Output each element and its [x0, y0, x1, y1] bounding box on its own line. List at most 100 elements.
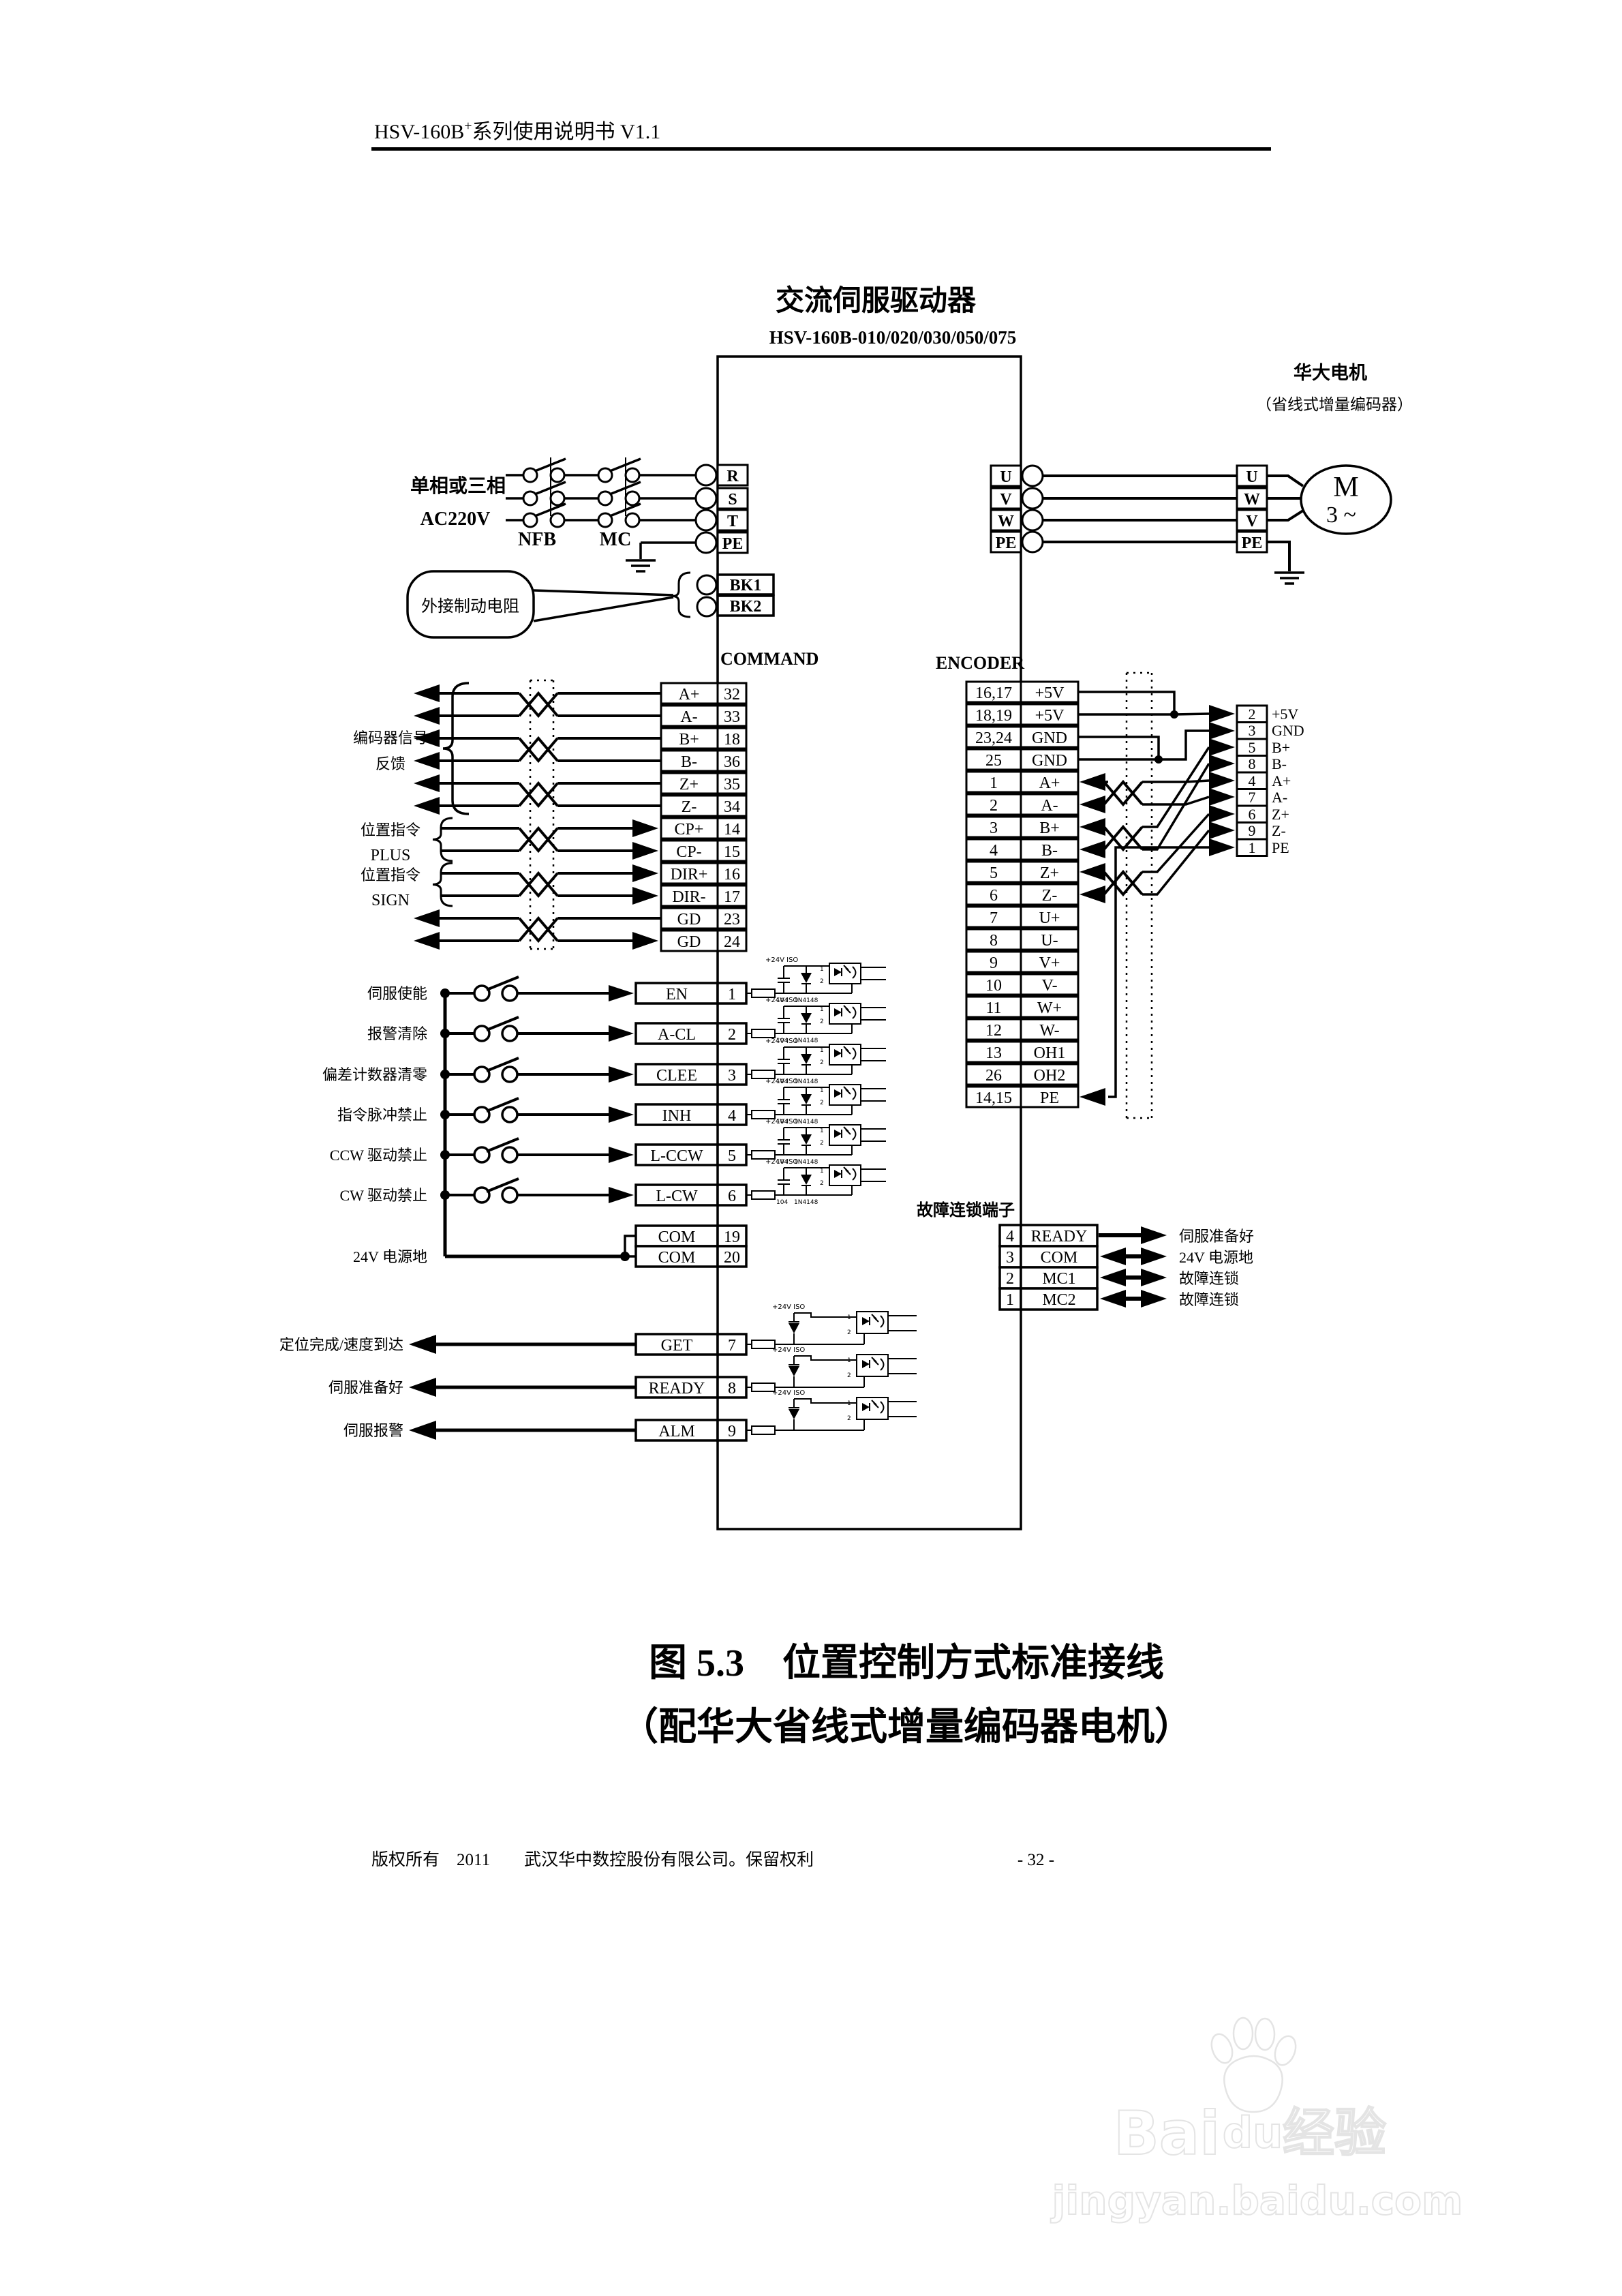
- motor-pin-label: A-: [1272, 789, 1287, 806]
- arrow-right-icon: [632, 887, 658, 905]
- input-switch-icon: [439, 1057, 635, 1084]
- input-switch-icon: [439, 1016, 635, 1043]
- terminal-circle-w: [1021, 509, 1044, 532]
- driver-terminal-u: [990, 464, 1022, 487]
- arrow-left-icon: [414, 752, 440, 770]
- encoder-pin-label: PE: [1040, 1089, 1059, 1107]
- command-pin-num: 23: [724, 911, 740, 928]
- pulse-label-line1: 位置指令: [361, 821, 420, 839]
- encoder-pin-table: 16,17 +5V 18,19 +5V 23,24 GND 25 GND 1 A…: [965, 680, 1080, 1108]
- twisted-pair-icon: [518, 737, 559, 762]
- encoder-pin-label: Z-: [1042, 887, 1058, 905]
- arrow-right-icon: [632, 932, 658, 950]
- encoder-pin-label: A-: [1041, 797, 1058, 815]
- encoder-pin-num: 25: [985, 752, 1002, 770]
- encoder-pin-num: 2: [990, 797, 998, 815]
- twisted-pair-icon: [1103, 826, 1144, 851]
- nfb-switch-icon: [522, 457, 567, 483]
- input-switch-icon: [439, 976, 635, 1003]
- arrow-right-icon: [1209, 805, 1235, 823]
- encoder-pin-label: U+: [1039, 909, 1060, 927]
- motor-pin-num: 4: [1249, 772, 1256, 789]
- figure-caption-line2: （配华大省线式增量编码器电机）: [620, 1706, 1193, 1749]
- command-pin-label: A-: [680, 708, 697, 726]
- encoder-wiring: [1078, 691, 1210, 1098]
- command-pin-label: DIR+: [671, 866, 708, 883]
- encoder-pin-label: V-: [1041, 977, 1057, 995]
- terminal-circle-v: [1021, 487, 1044, 510]
- command-pin-num: 36: [724, 753, 740, 771]
- motor-terminal-label: V: [1246, 513, 1258, 530]
- motor-pin-label: A+: [1272, 772, 1291, 789]
- driver-terminal-w: [990, 509, 1022, 532]
- nfb-switch-icon: [522, 502, 567, 528]
- input-switch-icon: [439, 1097, 635, 1124]
- arrow-left-icon: [414, 707, 440, 725]
- encoder-pin-label: V+: [1039, 954, 1060, 972]
- twisted-pair-icon: [518, 782, 559, 807]
- arrow-left-icon: [1080, 886, 1105, 903]
- arrow-left-icon: [1080, 773, 1105, 791]
- command-pin-label: DIR-: [672, 888, 705, 906]
- terminal-box-s: [716, 487, 749, 510]
- motor-pin-num: 3: [1249, 722, 1256, 739]
- motor-terminal-pe: [1236, 530, 1268, 554]
- encoder-pin-label: A+: [1039, 774, 1060, 792]
- encoder-pin-num: 5: [990, 864, 998, 882]
- footer-copyright: 版权所有 2011 武汉华中数控股份有限公司。保留权利: [371, 1850, 814, 1869]
- arrow-right-icon: [1209, 755, 1235, 772]
- input-label: CCW 驱动禁止: [330, 1147, 427, 1164]
- encoder-pin-num: 16,17: [975, 684, 1012, 702]
- com-box: [634, 1245, 719, 1268]
- input-pin-num: 3: [728, 1067, 736, 1085]
- com-pin-name: COM: [658, 1249, 696, 1267]
- feedback-brace: [442, 682, 470, 815]
- input-pin-name: L-CCW: [650, 1147, 703, 1165]
- sign-brace: [432, 862, 453, 907]
- command-pin-num: 18: [724, 731, 740, 749]
- arrow-right-icon: [632, 864, 658, 882]
- arrow-left-icon: [1080, 841, 1105, 858]
- input-label: 伺服使能: [367, 985, 427, 1002]
- motor-pin-label: +5V: [1272, 706, 1298, 723]
- command-pin-num: 35: [724, 776, 740, 794]
- nfb-label: NFB: [518, 529, 556, 550]
- terminal-label: S: [728, 491, 737, 509]
- terminal-box-bk2: [716, 594, 775, 617]
- terminal-box-t: [716, 509, 749, 532]
- command-pin-num: 15: [724, 843, 740, 861]
- motor-terminal-label: W: [1244, 491, 1260, 509]
- baidu-watermark: Bai du 经验 jingyan.baidu.com: [1050, 2016, 1463, 2224]
- nfb-switch-icon: [522, 481, 567, 507]
- twisted-pair-icon: [1103, 871, 1144, 896]
- encoder-pin-num: 13: [985, 1044, 1002, 1062]
- watermark-url: jingyan.baidu.com: [1051, 2177, 1463, 2224]
- bk2-label: BK2: [730, 598, 762, 616]
- input-pin-table: EN 1 A-CL 2 CLEE 3 INH 4 L-CCW 5 L-CW 6: [634, 982, 748, 1207]
- fault-desc: 伺服准备好: [1179, 1228, 1254, 1245]
- header-sup: +: [464, 119, 472, 134]
- arrow-left-icon: [1080, 1088, 1105, 1106]
- command-pin-table: A+ 32 A- 33 B+ 18 B- 36 Z+ 35 Z- 34 CP+ …: [660, 682, 748, 952]
- encoder-pin-num: 7: [990, 909, 998, 927]
- mains-phase-label: 单相或三相: [410, 475, 506, 497]
- motor-pin-label: Z-: [1272, 822, 1286, 839]
- encoder-pin-num: 9: [990, 954, 998, 972]
- command-pin-label: Z+: [679, 776, 699, 794]
- brake-tail: [533, 571, 691, 622]
- fault-desc: 故障连锁: [1179, 1291, 1239, 1308]
- input-pin-name: INH: [662, 1107, 692, 1125]
- output-label: 定位完成/速度到达: [279, 1336, 403, 1353]
- motor-terminal-label: U: [1246, 468, 1257, 486]
- terminal-box-bk1: [716, 573, 775, 596]
- encoder-pin-num: 6: [990, 887, 998, 905]
- com-pin-name: COM: [658, 1228, 696, 1246]
- feedback-label-line2: 反馈: [376, 755, 406, 772]
- fault-desc: 24V 电源地: [1179, 1249, 1253, 1266]
- com-num-box: [716, 1224, 748, 1248]
- com-wiring: [445, 1235, 636, 1261]
- motor-pin-num: 2: [1249, 706, 1256, 723]
- motor-pin-num: 1: [1249, 839, 1256, 856]
- encoder-pin-label: W+: [1037, 999, 1062, 1017]
- input-pin-num: 2: [728, 1026, 736, 1044]
